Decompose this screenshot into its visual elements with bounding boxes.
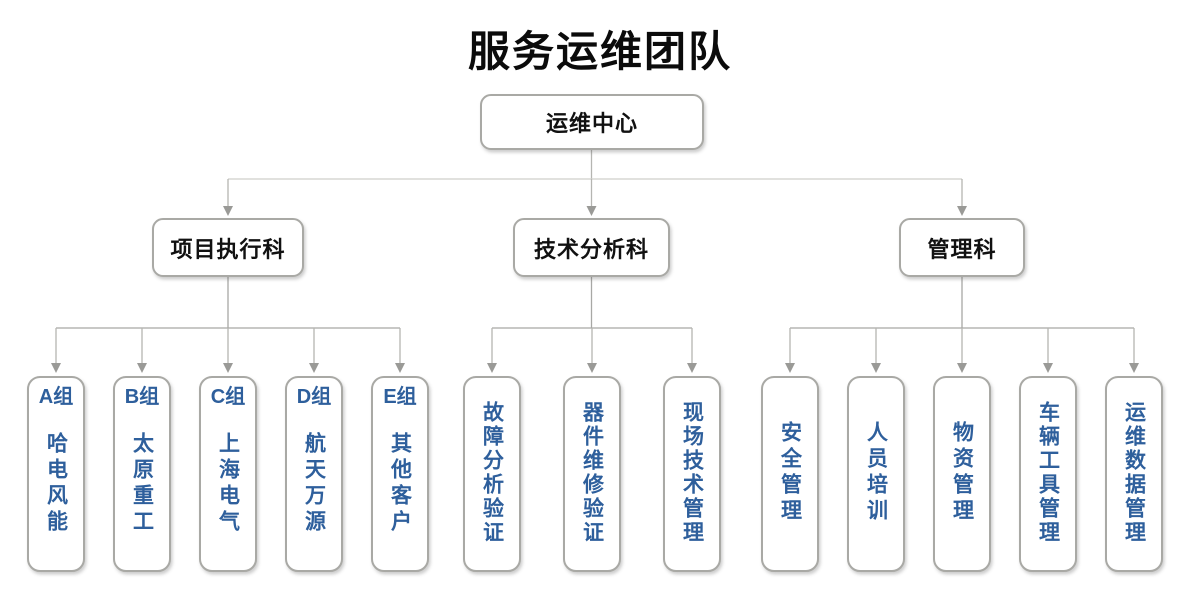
leaf-node-fault-analysis: 故障分析验证 [463, 376, 521, 572]
dept-node-label: 项目执行科 [170, 236, 286, 262]
leaf-node-group-e: E组 其他客户 [371, 376, 429, 572]
leaf-group-label: C组 [210, 386, 246, 408]
dept-node-technical-analysis: 技术分析科 [513, 218, 670, 277]
leaf-node-safety-management: 安全管理 [761, 376, 819, 572]
leaf-name: 现场技术管理 [680, 401, 704, 545]
leaf-name-wrap: 其他客户 [373, 408, 427, 560]
leaf-group-label: D组 [296, 386, 332, 408]
leaf-name: 运维数据管理 [1122, 401, 1146, 545]
leaf-name-wrap: 故障分析验证 [465, 386, 519, 560]
dept-node-management: 管理科 [899, 218, 1025, 277]
leaf-name: 安全管理 [778, 421, 802, 525]
dept-node-project-execution: 项目执行科 [152, 218, 304, 277]
leaf-node-group-b: B组 太原重工 [113, 376, 171, 572]
leaf-name: 哈电风能 [44, 432, 68, 536]
leaf-group-label: B组 [124, 386, 160, 408]
leaf-node-field-technology: 现场技术管理 [663, 376, 721, 572]
leaf-node-material-management: 物资管理 [933, 376, 991, 572]
leaf-name-wrap: 安全管理 [763, 386, 817, 560]
leaf-node-group-a: A组 哈电风能 [27, 376, 85, 572]
leaf-name-wrap: 物资管理 [935, 386, 989, 560]
dept-node-label: 管理科 [927, 236, 997, 262]
leaf-name-wrap: 人员培训 [849, 386, 903, 560]
leaf-name: 航天万源 [302, 432, 326, 536]
leaf-name-wrap: 器件维修验证 [565, 386, 619, 560]
leaf-node-component-repair: 器件维修验证 [563, 376, 621, 572]
leaf-name-wrap: 车辆工具管理 [1021, 386, 1075, 560]
leaf-node-vehicle-tool-management: 车辆工具管理 [1019, 376, 1077, 572]
leaf-name: 太原重工 [130, 432, 154, 536]
leaf-node-group-d: D组 航天万源 [285, 376, 343, 572]
leaf-node-personnel-training: 人员培训 [847, 376, 905, 572]
dept-node-label: 技术分析科 [533, 236, 649, 262]
leaf-name: 人员培训 [864, 421, 888, 525]
leaf-group-label: A组 [38, 386, 74, 408]
page-title: 服务运维团队 [467, 28, 732, 75]
org-node-root: 运维中心 [480, 94, 704, 150]
leaf-name: 上海电气 [216, 432, 240, 536]
leaf-name-wrap: 运维数据管理 [1107, 386, 1161, 560]
leaf-group-label: E组 [383, 386, 417, 408]
leaf-node-om-data-management: 运维数据管理 [1105, 376, 1163, 572]
leaf-name: 物资管理 [950, 421, 974, 525]
leaf-name: 车辆工具管理 [1036, 401, 1060, 545]
leaf-name: 器件维修验证 [580, 401, 604, 545]
org-node-root-label: 运维中心 [545, 111, 638, 136]
leaf-name-wrap: 航天万源 [287, 408, 341, 560]
leaf-name: 其他客户 [388, 432, 412, 536]
leaf-name: 故障分析验证 [480, 401, 504, 545]
leaf-name-wrap: 现场技术管理 [665, 386, 719, 560]
leaf-name-wrap: 太原重工 [115, 408, 169, 560]
leaf-name-wrap: 哈电风能 [29, 408, 83, 560]
leaf-node-group-c: C组 上海电气 [199, 376, 257, 572]
leaf-name-wrap: 上海电气 [201, 408, 255, 560]
